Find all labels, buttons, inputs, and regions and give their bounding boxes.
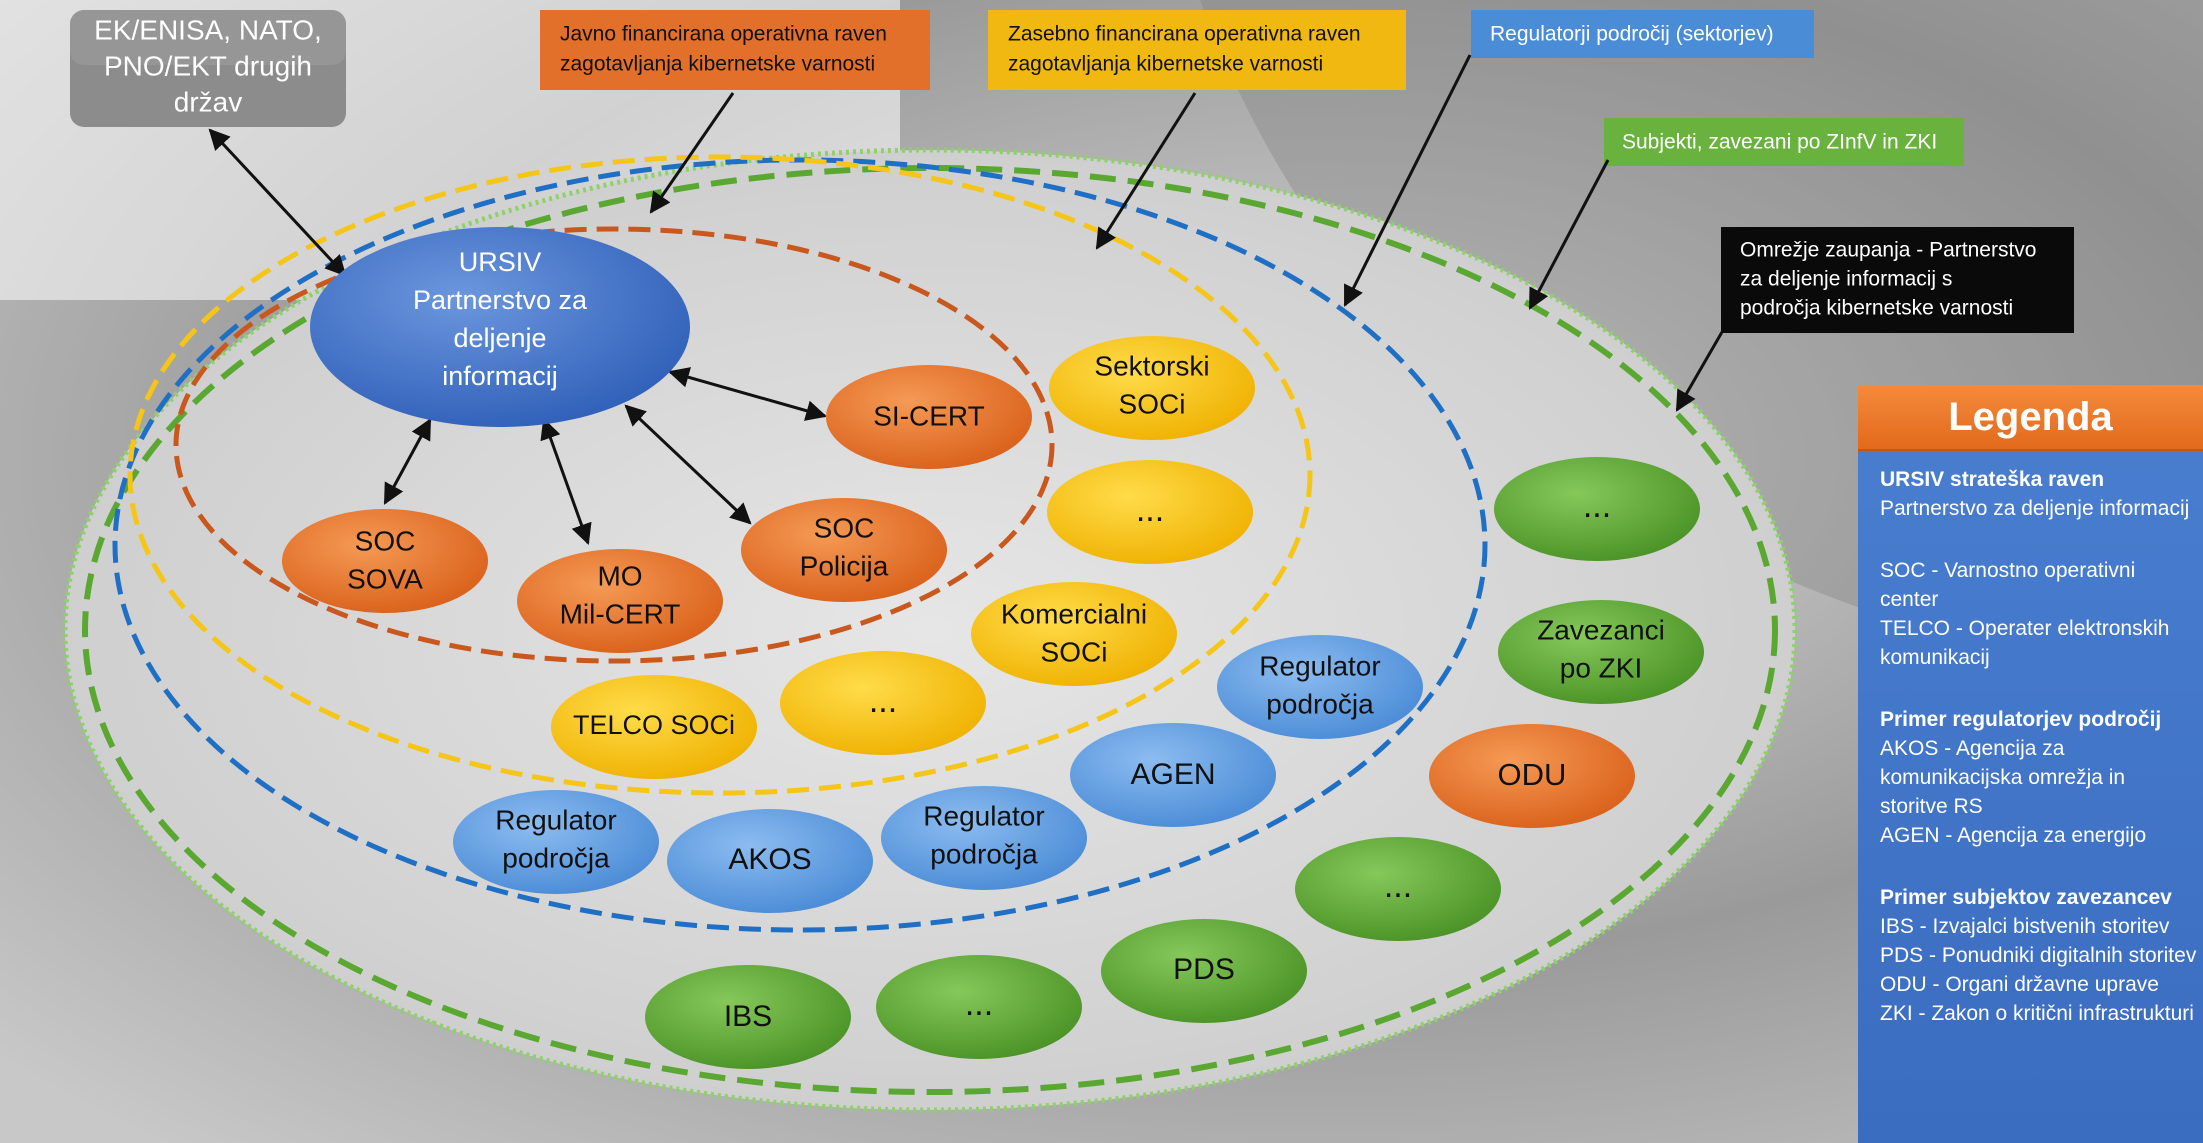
callout-private-level [988, 10, 1406, 90]
node-yellow-dots-1 [1047, 460, 1253, 564]
node-green-dots-2-text: ... [1384, 867, 1412, 905]
pointer-private-level [1095, 92, 1197, 250]
legend-block-regulators: Primer regulatorjev področij AKOS - Agen… [1880, 705, 2203, 850]
node-soc-policija [741, 498, 947, 602]
callout-obligated [1604, 118, 1964, 166]
arrow-ursiv-sicert [667, 367, 828, 421]
arrow-ursiv-milcert [540, 418, 592, 545]
legend-body: URSIV strateška raven Partnerstvo za del… [1858, 451, 2203, 1028]
node-komercialni-soci [971, 582, 1177, 686]
legend-block-obligated: Primer subjektov zavezancev IBS - Izvaja… [1880, 883, 2203, 1028]
node-odu [1429, 724, 1635, 828]
node-green-dots-2 [1295, 837, 1501, 941]
callout-regulators [1471, 10, 1814, 58]
pointer-obligated [1528, 159, 1610, 310]
legend-line: SOC - Varnostno operativni center [1880, 559, 2136, 611]
pointer-public-level [649, 92, 735, 214]
node-regulator-1 [1217, 635, 1423, 739]
node-regulator-3 [453, 790, 659, 894]
legend-line: ODU - Organi državne uprave [1880, 973, 2159, 996]
node-akos-text: AKOS [728, 843, 811, 876]
node-odu-text: ODU [1498, 757, 1567, 792]
ring-private-level [127, 154, 1313, 796]
legend-heading: Primer regulatorjev področij [1880, 708, 2162, 731]
arrow-ursiv-policija [624, 404, 752, 525]
node-green-dots-3 [876, 955, 1082, 1059]
node-si-cert-text: SI-CERT [873, 400, 985, 431]
legend-block-abbreviations: SOC - Varnostno operativni center TELCO … [1880, 556, 2203, 672]
node-yellow-dots-1-text: ... [1136, 491, 1164, 529]
pointer-regulators [1343, 54, 1472, 307]
node-sektorski-soci [1049, 336, 1255, 440]
node-ibs [645, 965, 851, 1069]
node-telco-soci [551, 675, 757, 779]
node-green-dots-1 [1494, 457, 1700, 561]
node-green-dots-1-text: ... [1583, 487, 1611, 525]
legend-heading: Primer subjektov zavezancev [1880, 886, 2172, 909]
legend-line: PDS - Ponudniki digitalnih storitev [1880, 944, 2197, 967]
node-akos [667, 809, 873, 913]
node-zavezanci [1498, 600, 1704, 704]
node-yellow-dots-2 [780, 651, 986, 755]
node-si-cert [826, 365, 1032, 469]
legend-block-ursiv: URSIV strateška raven Partnerstvo za del… [1880, 465, 2203, 523]
node-ursiv [310, 227, 690, 427]
node-mo-milcert [517, 549, 723, 653]
callout-international [70, 10, 346, 127]
node-ibs-text: IBS [724, 1000, 772, 1033]
node-soc-sova [282, 509, 488, 613]
node-regulator-2 [881, 786, 1087, 890]
pointer-lines [208, 54, 1724, 545]
node-pds [1101, 919, 1307, 1023]
legend-heading: URSIV strateška raven [1880, 468, 2105, 491]
node-pds-text: PDS [1173, 953, 1235, 986]
node-telco-soci-text: TELCO SOCi [573, 710, 735, 740]
callout-public-level [540, 10, 930, 90]
legend-line: AGEN - Agencija za energijo [1880, 824, 2147, 847]
pointer-international [208, 128, 347, 277]
node-agen [1070, 723, 1276, 827]
callout-trust-network [1721, 227, 2074, 333]
node-agen-text: AGEN [1130, 758, 1215, 791]
ring-regulators [112, 157, 1488, 933]
node-yellow-dots-2-text: ... [869, 682, 897, 720]
callout-regulators-text: Regulatorji področij (sektorjev) [1490, 23, 1774, 46]
legend-line: TELCO - Operater elektronskih komunikaci… [1880, 617, 2170, 669]
callout-obligated-text: Subjekti, zavezani po ZInfV in ZKI [1622, 131, 1937, 154]
arrow-ursiv-sova [383, 418, 432, 505]
ring-obligated-entities [82, 165, 1778, 1095]
ring-public-level [173, 226, 1055, 664]
pointer-trust-network [1675, 331, 1724, 412]
legend-line: IBS - Izvajalci bistvenih storitev [1880, 915, 2170, 938]
legend-title: Legenda [1858, 385, 2203, 451]
legend-line: Partnerstvo za deljenje informacij [1880, 497, 2190, 520]
node-green-dots-3-text: ... [965, 985, 993, 1023]
legend-line: AKOS - Agencija za komunikacijska omrežj… [1880, 737, 2126, 818]
legend-line: ZKI - Zakon o kritični infrastrukturi [1880, 1002, 2194, 1025]
legend-panel: Legenda URSIV strateška raven Partnerstv… [1858, 385, 2203, 1143]
